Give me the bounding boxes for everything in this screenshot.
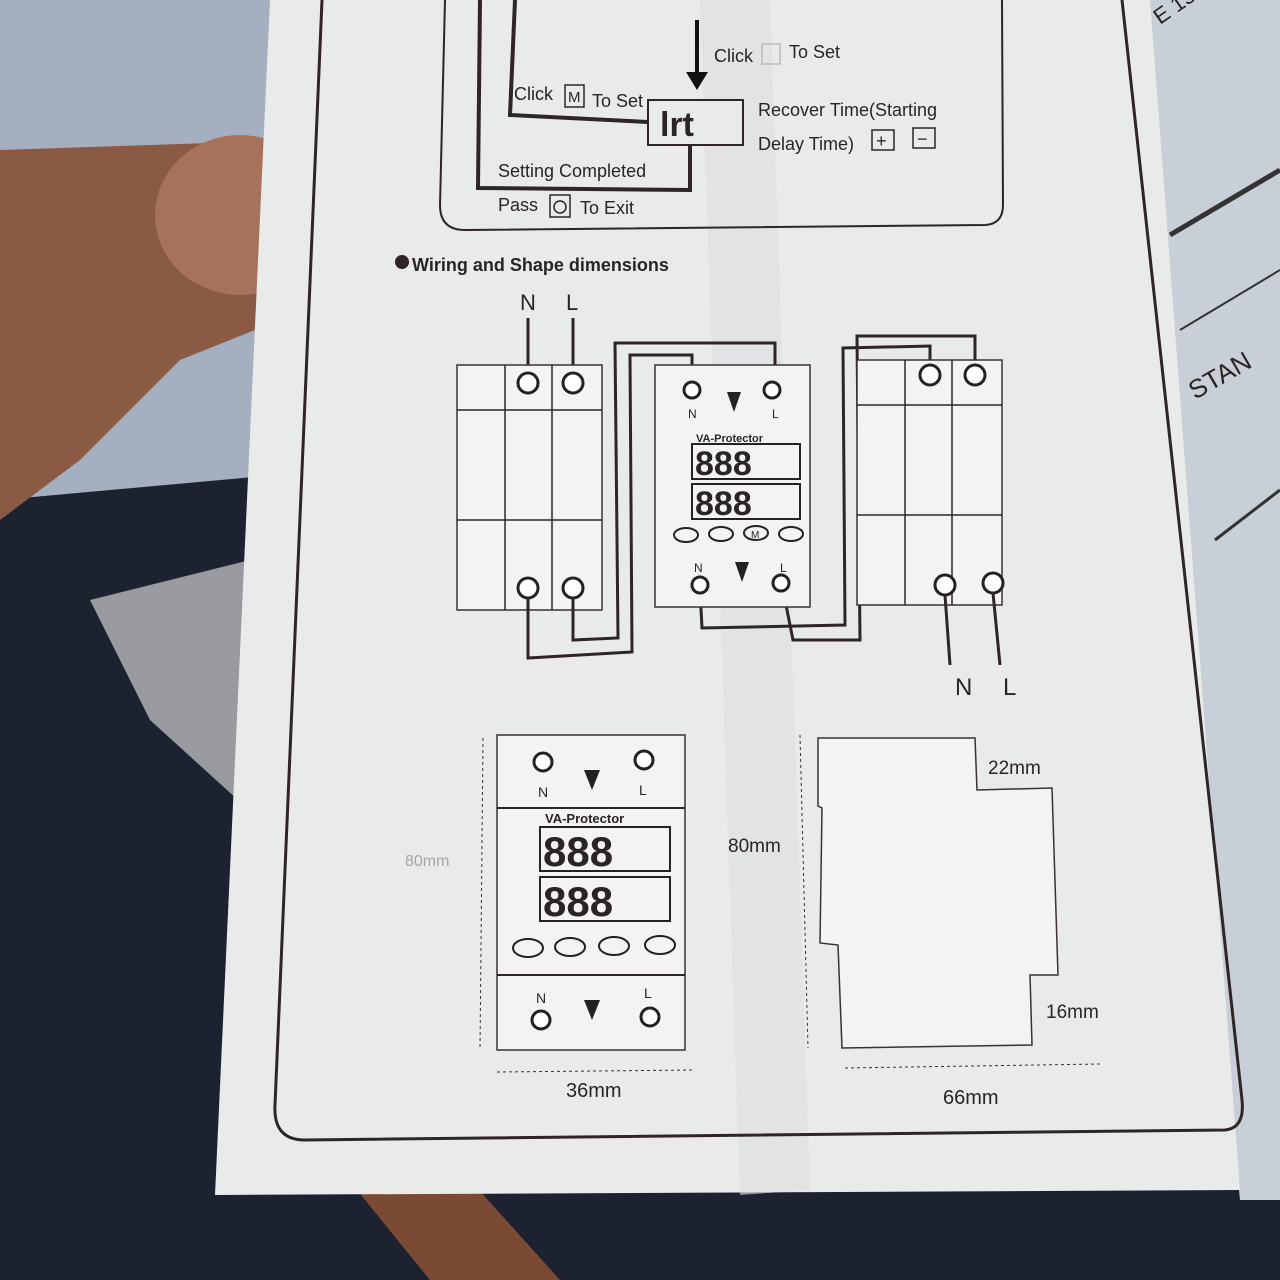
delay-time-label: Delay Time) <box>758 134 854 154</box>
bullet-icon <box>395 255 409 269</box>
section-heading: Wiring and Shape dimensions <box>412 255 669 275</box>
down-arrow-icon <box>584 770 600 790</box>
terminal-l-label: L <box>780 561 787 575</box>
flowchart: lrt Click To Set Click M To Set Recover … <box>438 0 1005 232</box>
display-bottom: 888 <box>695 485 752 523</box>
terminal-n-label: N <box>688 407 697 421</box>
m-key-icon <box>564 84 585 108</box>
terminal-screw <box>561 576 585 600</box>
terminal-screw <box>981 571 1005 595</box>
foil-wrapper <box>90 560 260 820</box>
m-button-icon <box>743 525 769 541</box>
plus-key-icon <box>871 129 895 151</box>
recover-time-label: Recover Time(Starting <box>758 100 937 120</box>
key-icon-faded <box>761 43 781 65</box>
front-brand: VA-Protector <box>545 811 624 826</box>
to-set-label: To Set <box>789 42 840 62</box>
background-paper-line <box>1168 167 1280 238</box>
top-step-label: 22mm <box>988 758 1041 779</box>
width-label: 36mm <box>566 1080 622 1102</box>
terminal-screw <box>561 371 585 395</box>
terminal-screw <box>918 363 942 387</box>
bottom-step-label: 16mm <box>1046 1002 1099 1023</box>
front-n-label: N <box>536 990 546 1006</box>
front-l-label: L <box>639 782 647 798</box>
to-exit-label: To Exit <box>580 198 634 218</box>
to-set-m-label: To Set <box>592 91 643 111</box>
minus-key-label: − <box>917 129 928 149</box>
side-view-device <box>817 737 1059 1049</box>
front-l-label: L <box>644 985 652 1001</box>
terminal-l-label: L <box>772 407 779 421</box>
right-breaker <box>856 359 1003 606</box>
wiring-diagram: N L N L VA-Protector 888 888 M <box>456 290 1016 701</box>
terminal-screw <box>682 380 702 400</box>
display-code-box <box>647 99 744 146</box>
terminal-screw <box>690 575 710 595</box>
front-display-bottom: 888 <box>543 878 613 925</box>
depth-label: 66mm <box>943 1087 999 1109</box>
plus-key-label: + <box>876 131 887 151</box>
output-n-label: N <box>955 674 972 701</box>
terminal-n-label: N <box>694 561 703 575</box>
power-key-icon <box>549 194 571 218</box>
va-protector-device <box>654 364 811 608</box>
down-arrow-icon <box>584 1000 600 1020</box>
display-top: 888 <box>695 445 752 483</box>
display-code: lrt <box>660 106 694 144</box>
terminal-screw <box>771 573 791 593</box>
input-n-label: N <box>520 290 536 315</box>
manual-frame <box>273 0 1244 1142</box>
down-arrow-icon <box>727 392 741 412</box>
terminal-screw <box>516 576 540 600</box>
terminal-screw <box>516 371 540 395</box>
power-button-icon <box>778 526 804 542</box>
front-n-label: N <box>538 784 548 800</box>
click-m-label: Click <box>514 84 554 104</box>
front-height-label: 80mm <box>405 853 449 870</box>
terminal-screw <box>933 573 957 597</box>
left-breaker <box>456 364 603 611</box>
click-label: Click <box>714 46 754 66</box>
setting-completed-label: Setting Completed <box>498 161 646 181</box>
side-height-label: 80mm <box>728 836 781 857</box>
output-l-label: L <box>1003 674 1016 701</box>
m-button-label: M <box>751 530 759 541</box>
down-button-icon <box>708 526 734 542</box>
minus-key-icon <box>912 127 936 149</box>
pass-label: Pass <box>498 195 538 215</box>
front-dimension-drawing: N L VA-Protector 888 888 N L 80mm 36mm <box>405 734 695 1102</box>
front-display-top: 888 <box>543 828 613 875</box>
terminal-screw <box>762 380 782 400</box>
up-button-icon <box>673 527 699 543</box>
input-l-label: L <box>566 290 578 315</box>
background-paper-line <box>1179 269 1280 331</box>
background-paper-line <box>1214 488 1280 542</box>
device-brand: VA-Protector <box>696 433 764 445</box>
down-arrow-icon <box>735 562 749 582</box>
side-dimension-drawing: 80mm 22mm 16mm 66mm <box>728 734 1101 1109</box>
terminal-screw <box>963 363 987 387</box>
m-key-label: M <box>568 89 581 106</box>
